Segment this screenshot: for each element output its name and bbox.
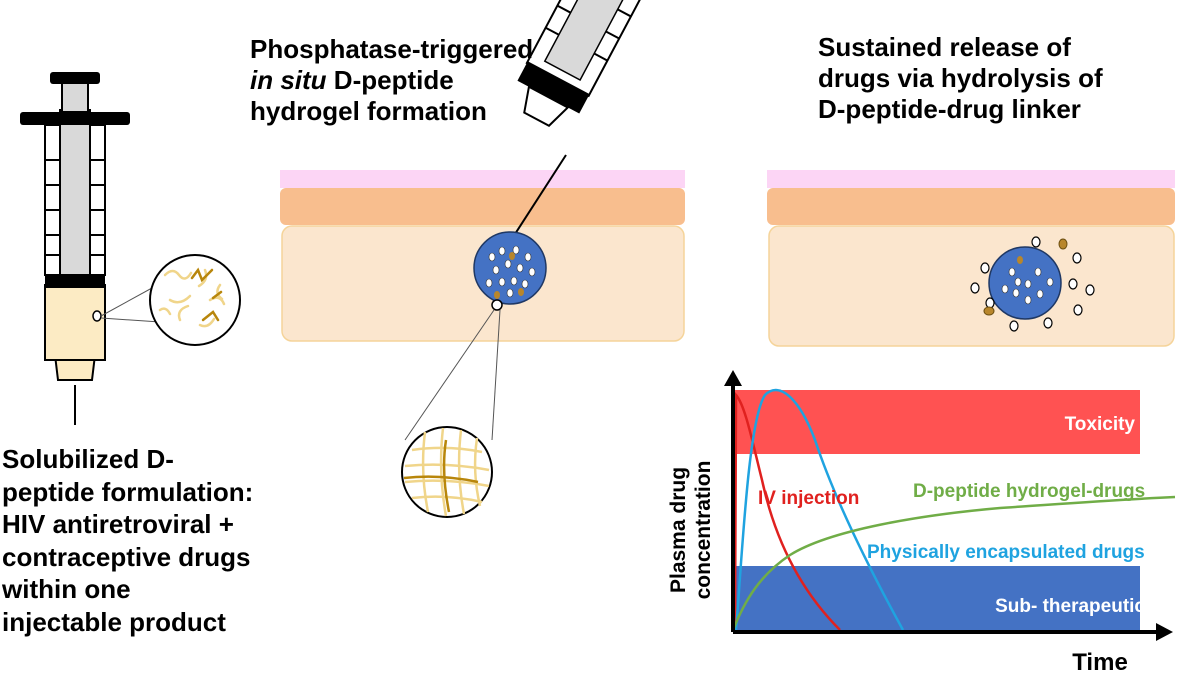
hydrogel-depot-middle — [404, 231, 547, 441]
title-right: Sustained release of drugs via hydrolysi… — [818, 32, 1178, 126]
title-middle: Phosphatase-triggered in situ D-peptide … — [250, 34, 610, 128]
encapsulated-curve — [734, 388, 905, 631]
iv-curve-label: IV injection — [758, 488, 859, 509]
release-depot-right — [970, 236, 1095, 332]
title-middle-line2: in situ D-peptide — [250, 65, 610, 96]
zoom-solution-icon — [149, 254, 241, 346]
y-axis-label-line2: concentration — [692, 461, 715, 600]
title-right-line2: drugs via hydrolysis of — [818, 63, 1103, 94]
y-axis-label-line1: Plasma drug — [667, 467, 690, 593]
iv-curve — [733, 391, 841, 631]
caption-left-line1: Solubilized D- — [2, 444, 174, 474]
hydrogel-curve-label: D-peptide hydrogel-drugs — [913, 481, 1145, 502]
y-axis-arrow-icon — [724, 370, 742, 386]
caption-left-line4: contraceptive drugs — [2, 541, 251, 572]
title-right-line1: Sustained release of — [818, 32, 1071, 62]
caption-left-line3: HIV antiretroviral + — [2, 509, 234, 539]
caption-left-line5: within one — [2, 574, 131, 604]
hydrogel-curve — [731, 495, 1176, 631]
caption-left: Solubilized D- peptide formulation: HIV … — [2, 443, 302, 638]
toxicity-label: Toxicity — [1065, 414, 1136, 435]
zoom-hydrogel-icon — [401, 426, 493, 518]
caption-left-line6: injectable product — [2, 606, 226, 637]
skin-right — [767, 170, 1175, 347]
title-right-line3: D-peptide-drug linker — [818, 94, 1081, 125]
encapsulated-curve-label: Physically encapsulated drugs — [867, 542, 1145, 563]
x-axis-label: Time — [1072, 649, 1128, 674]
toxicity-zone — [733, 390, 1140, 454]
subtherapeutic-label: Sub- therapeutic — [995, 596, 1145, 617]
title-middle-italic: in situ — [250, 65, 327, 96]
title-middle-line2-rest: D-peptide — [326, 65, 454, 96]
title-middle-line3: hydrogel formation — [250, 96, 487, 127]
syringe-left-icon — [20, 72, 161, 425]
x-axis-arrow-icon — [1156, 623, 1173, 641]
title-middle-line1: Phosphatase-triggered — [250, 34, 534, 64]
syringe-middle-icon — [517, 0, 652, 127]
subtherapeutic-zone — [733, 566, 1140, 632]
caption-left-line2: peptide formulation: — [2, 476, 254, 507]
pk-graph: Toxicity Sub- therapeutic IV injection D… — [667, 370, 1176, 676]
